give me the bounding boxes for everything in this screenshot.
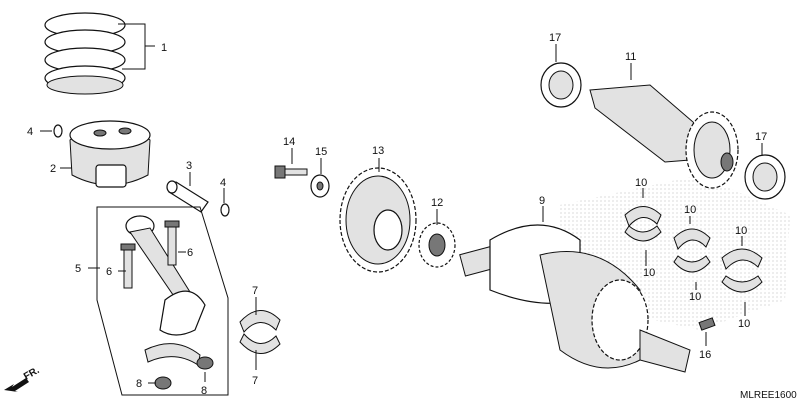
callout-10-b: 10 xyxy=(643,267,655,279)
callout-10-c: 10 xyxy=(684,204,696,216)
front-arrow-icon xyxy=(4,378,29,392)
diagram-code: MLREE1600 xyxy=(740,390,797,401)
callout-10-a: 10 xyxy=(635,177,647,189)
main-bearing-upper-1[interactable] xyxy=(624,206,662,227)
callout-9: 9 xyxy=(539,195,545,207)
callout-2: 2 xyxy=(50,163,56,175)
conrod-bolt-left[interactable] xyxy=(120,243,136,289)
callout-7-top: 7 xyxy=(252,285,258,297)
connecting-rod[interactable] xyxy=(125,215,206,366)
conrod-bearing-lower[interactable] xyxy=(239,333,281,354)
callout-15: 15 xyxy=(315,146,327,158)
main-bearing-upper-2[interactable] xyxy=(673,228,711,250)
conrod-group-frame xyxy=(96,206,229,396)
front-direction-arrow: FR. xyxy=(4,365,42,392)
main-bearing-lower-3[interactable] xyxy=(721,275,763,293)
drive-gear[interactable] xyxy=(339,167,417,273)
gear-bolt[interactable] xyxy=(274,165,308,179)
callout-10-f: 10 xyxy=(738,318,750,330)
piston-pin-clip-right[interactable] xyxy=(220,203,230,217)
callout-14: 14 xyxy=(283,136,295,148)
piston-rings[interactable] xyxy=(44,12,126,95)
callout-4-right: 4 xyxy=(220,177,226,189)
conrod-nut-left[interactable] xyxy=(154,376,172,390)
callout-12: 12 xyxy=(431,197,443,209)
balancer-bearing-right[interactable] xyxy=(744,154,786,200)
callout-8-right: 8 xyxy=(201,385,207,397)
conrod-bolt-right[interactable] xyxy=(164,220,180,266)
leader-lines xyxy=(40,23,763,384)
front-direction-label: FR. xyxy=(22,365,42,383)
callout-16: 16 xyxy=(699,349,711,361)
callout-11: 11 xyxy=(625,51,636,63)
conrod-nut-right[interactable] xyxy=(196,356,214,370)
piston-pin[interactable] xyxy=(166,180,209,213)
callout-8-left: 8 xyxy=(136,378,142,390)
callout-3: 3 xyxy=(186,160,192,172)
balancer-bearing-left[interactable] xyxy=(540,62,582,108)
callout-numbers: 1 4 2 3 4 5 6 6 7 7 8 8 14 15 13 12 9 17… xyxy=(27,32,767,397)
main-bearing-upper-3[interactable] xyxy=(721,248,763,270)
sprocket-gear[interactable] xyxy=(418,222,456,268)
callout-17-right: 17 xyxy=(755,131,767,143)
conrod-bearing-upper[interactable] xyxy=(239,310,281,333)
crankshaft[interactable] xyxy=(459,224,691,373)
woodruff-key[interactable] xyxy=(698,317,716,331)
balancer-shaft[interactable] xyxy=(589,84,739,189)
main-bearing-lower-2[interactable] xyxy=(673,255,711,273)
piston[interactable] xyxy=(69,120,151,188)
piston-pin-clip-left[interactable] xyxy=(53,124,63,138)
callout-10-d: 10 xyxy=(689,291,701,303)
callout-6-right: 6 xyxy=(187,247,193,259)
callout-6-left: 6 xyxy=(106,266,112,278)
callout-4-left: 4 xyxy=(27,126,33,138)
callout-13: 13 xyxy=(372,145,384,157)
washer[interactable] xyxy=(310,174,330,198)
callout-10-e: 10 xyxy=(735,225,747,237)
callout-5: 5 xyxy=(75,263,81,275)
callout-17-left: 17 xyxy=(549,32,561,44)
callout-1: 1 xyxy=(161,42,167,54)
callout-7-bottom: 7 xyxy=(252,375,258,387)
main-bearing-lower-1[interactable] xyxy=(624,225,662,242)
